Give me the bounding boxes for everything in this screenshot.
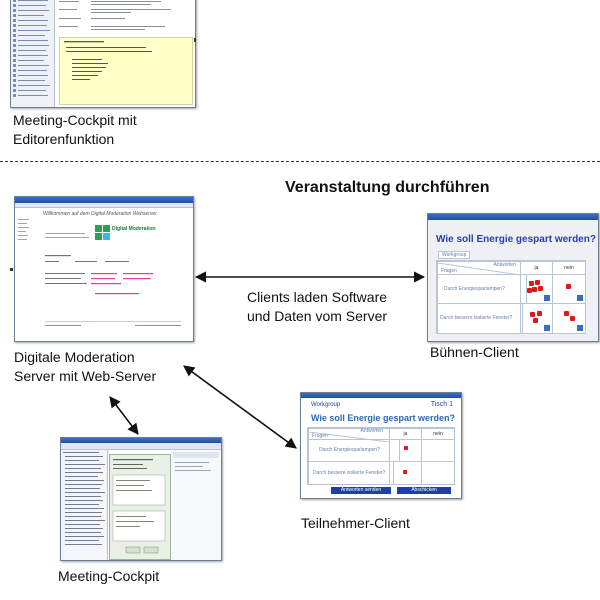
arrow-server-cockpit: [109, 396, 139, 435]
buehnen-row-2-label: Durch bessere isolierte Fenster?: [437, 303, 523, 334]
cockpit-tree-panel: [61, 450, 108, 560]
buehnen-vote-dot: [564, 311, 569, 316]
buehnen-tab: Workgroup: [438, 251, 471, 259]
server-titlebar: [15, 197, 193, 203]
cockpit-right-panel: [171, 450, 221, 560]
buehnen-col-header-answers: Antworten: [493, 262, 516, 268]
buehnen-row-header: Fragen: [441, 268, 457, 274]
teilnehmer-caption: Teilnehmer-Client: [301, 515, 410, 531]
buehnen-answer-table: Antworten Fragen ja nein Durch Energiesp…: [436, 260, 586, 334]
buehnen-count-badge: [544, 325, 550, 331]
server-logo-icon: [95, 225, 110, 240]
server-content-lines: [45, 233, 181, 326]
buehnen-client-screenshot: Wie soll Energie gespart werden? Workgro…: [427, 213, 599, 342]
cockpit-titlebar: [61, 438, 221, 443]
section-divider: [0, 161, 600, 162]
arrow-server-teilnehmer: [183, 365, 297, 449]
editor-cockpit-caption: Meeting-Cockpit mit Editorenfunktion: [13, 111, 213, 149]
buehnen-vote-dot: [529, 281, 534, 286]
teilnehmer-corner-diagonal: [308, 431, 390, 443]
editor-cockpit-yellow-panel: [59, 37, 193, 105]
teilnehmer-client-screenshot: Workgroup Tisch 1 Wie soll Energie gespa…: [300, 392, 462, 499]
editor-cockpit-panel-lines: [64, 41, 152, 80]
server-screenshot: Willkommen auf dem Digital Moderation We…: [14, 196, 194, 342]
server-caption: Digitale Moderation Server mit Web-Serve…: [14, 348, 204, 386]
teilnehmer-vote-dot: [404, 446, 408, 450]
buehnen-vote-dot: [533, 318, 538, 323]
buehnen-count-badge: [577, 325, 583, 331]
teilnehmer-submit-button[interactable]: Abschicken: [397, 487, 451, 494]
cockpit-menubar: [61, 443, 221, 450]
buehnen-caption: Bühnen-Client: [430, 344, 519, 360]
server-caption-line-2: Server mit Web-Server: [14, 368, 157, 384]
buehnen-vote-dot: [527, 288, 532, 293]
teilnehmer-vote-dot: [403, 470, 407, 474]
buehnen-vote-dot: [570, 316, 575, 321]
teilnehmer-titlebar: [301, 393, 461, 398]
cockpit-dialog: [109, 454, 171, 560]
teilnehmer-answer-table: Antworten Fragen ja nein Durch Energiesp…: [307, 427, 455, 485]
server-menubar: [15, 203, 193, 208]
editor-cockpit-sidebar-list: [13, 0, 50, 97]
buehnen-count-badge: [544, 295, 550, 301]
cockpit-right-panel-lines: [173, 452, 219, 471]
server-banner: Willkommen auf dem Digital Moderation We…: [43, 211, 157, 217]
buehnen-row-2-nein: [552, 303, 586, 334]
buehnen-vote-dot: [538, 286, 543, 291]
editor-cockpit-scroll-marker: [194, 38, 196, 42]
cockpit-dialog-lines: [112, 459, 166, 554]
buehnen-corner-diagonal: [437, 262, 521, 276]
teilnehmer-row-2-nein[interactable]: [421, 461, 455, 485]
buehnen-titlebar: [428, 214, 598, 220]
buehnen-vote-dot: [530, 312, 535, 317]
teilnehmer-table-label: Tisch 1: [430, 401, 453, 408]
teilnehmer-row-2-label: Durch bessere isolierte Fenster?: [308, 461, 394, 485]
meeting-cockpit-screenshot: [60, 437, 222, 561]
teilnehmer-col-header-answers: Antworten: [360, 428, 383, 434]
link-caption-line-1: Clients laden Software: [246, 289, 388, 305]
server-scroll-marker: [10, 268, 13, 271]
editor-cockpit-caption-line-1: Meeting-Cockpit mit: [13, 112, 137, 128]
buehnen-vote-dot: [532, 287, 537, 292]
buehnen-vote-dot: [537, 311, 542, 316]
cockpit-tree-lines: [63, 452, 105, 545]
editor-cockpit-screenshot: [10, 0, 196, 108]
editor-cockpit-sidebar: [11, 0, 55, 107]
server-logo: Digital Moderation: [95, 223, 175, 243]
teilnehmer-send-answers-button[interactable]: Antworten senden: [331, 487, 391, 494]
link-caption-line-2: und Daten vom Server: [246, 308, 388, 324]
teilnehmer-question-title: Wie soll Energie gespart werden?: [311, 413, 455, 423]
buehnen-question-title: Wie soll Energie gespart werden?: [436, 234, 596, 245]
section-heading: Veranstaltung durchführen: [285, 179, 490, 196]
cockpit-caption: Meeting-Cockpit: [58, 568, 160, 584]
editor-cockpit-caption-line-2: Editorenfunktion: [13, 131, 115, 147]
editor-cockpit-form: [59, 1, 171, 30]
teilnehmer-group-label: Workgroup: [311, 402, 341, 408]
server-logo-label: Digital Moderation: [112, 226, 156, 232]
buehnen-vote-dot: [535, 280, 540, 285]
server-caption-line-1: Digitale Moderation: [14, 349, 135, 365]
buehnen-vote-dot: [566, 284, 571, 289]
teilnehmer-row-header: Fragen: [312, 433, 328, 439]
server-sidebar-links: [18, 219, 29, 240]
buehnen-count-badge: [577, 295, 583, 301]
link-caption: Clients laden Software und Daten vom Ser…: [212, 288, 422, 326]
